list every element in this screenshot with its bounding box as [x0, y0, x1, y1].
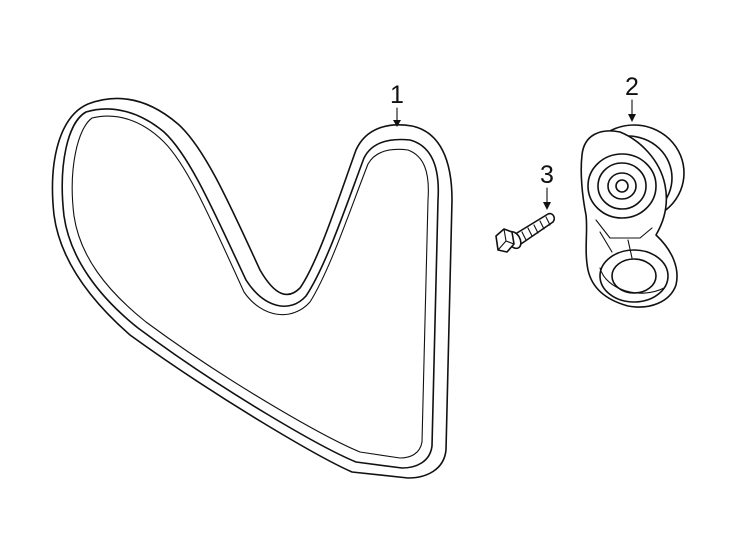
callout-3-label: 3 — [540, 161, 554, 189]
callout-2: 2 — [625, 73, 639, 122]
callout-1-label: 1 — [390, 81, 404, 109]
serpentine-belt[interactable] — [51, 97, 453, 479]
callout-3: 3 — [540, 161, 554, 210]
bolt[interactable] — [495, 212, 555, 253]
callout-1-arrow-icon — [393, 120, 401, 127]
belt-tensioner[interactable] — [580, 124, 685, 308]
callout-1: 1 — [390, 81, 404, 127]
callout-3-arrow-icon — [543, 202, 551, 210]
callout-2-arrow-icon — [628, 114, 636, 122]
callout-2-label: 2 — [625, 73, 639, 101]
